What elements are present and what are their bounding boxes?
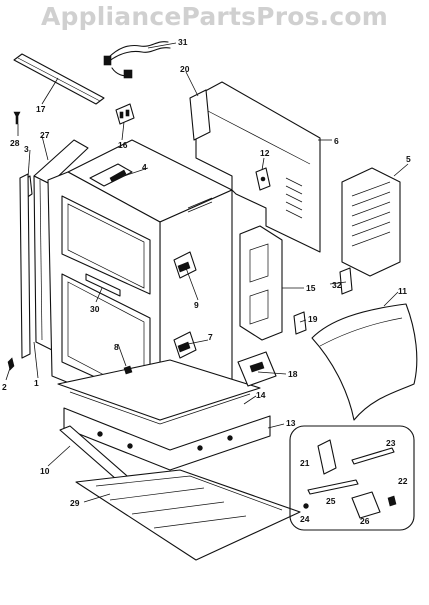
- part-17-top-rail: [13, 53, 105, 105]
- callout-16: 16: [118, 140, 128, 150]
- callout-8: 8: [114, 342, 119, 352]
- part-21-bracket: [317, 439, 337, 475]
- oven-body: [47, 139, 261, 425]
- part-8-bolt: [123, 365, 133, 375]
- callout-14: 14: [256, 390, 266, 400]
- part-15-shield: [239, 225, 283, 341]
- callout-32: 32: [332, 280, 342, 290]
- callout-19: 19: [308, 314, 318, 324]
- part-22-pin: [387, 495, 397, 507]
- callout-30: 30: [90, 304, 100, 314]
- callout-11: 11: [398, 286, 407, 296]
- part-9-latch: [173, 251, 197, 279]
- part-16-switch: [115, 103, 135, 125]
- part-5-vent-cover: [341, 167, 401, 277]
- part-1-side-strip: [19, 173, 31, 359]
- watermark: AppliancePartsPros.com: [40, 2, 389, 31]
- part-11-insulation: [311, 303, 418, 421]
- callout-21: 21: [300, 458, 310, 468]
- callout-20: 20: [180, 64, 190, 74]
- part-30-vent: [85, 273, 121, 297]
- part-2-screw: [7, 357, 15, 371]
- callout-17: 17: [36, 104, 46, 114]
- callout-22: 22: [398, 476, 408, 486]
- leader-lines: [5, 42, 409, 503]
- callout-28: 28: [10, 138, 20, 148]
- part-20-bracket: [189, 89, 211, 141]
- part-7-latch: [173, 331, 197, 359]
- callout-24: 24: [300, 514, 310, 524]
- callout-2: 2: [2, 382, 7, 392]
- part-24-screw: [303, 503, 309, 509]
- part-27-side-trim: [33, 139, 89, 351]
- callout-25: 25: [326, 496, 336, 506]
- callout-1: 1: [34, 378, 39, 388]
- part-31-wire-harness: [103, 41, 171, 79]
- callout-27: 27: [40, 130, 50, 140]
- part-18-bracket: [237, 351, 277, 387]
- callout-12: 12: [260, 148, 270, 158]
- callout-26: 26: [360, 516, 370, 526]
- detail-inset: [289, 425, 415, 531]
- callout-3: 3: [24, 144, 29, 154]
- part-28-screw: [13, 111, 21, 125]
- callout-9: 9: [194, 300, 199, 310]
- part-32-clip: [339, 267, 353, 295]
- part-25-rod: [307, 479, 359, 495]
- part-12-sensor: [255, 167, 271, 191]
- callout-4: 4: [142, 162, 147, 172]
- part-4-hinge: [89, 163, 133, 187]
- callout-13: 13: [286, 418, 296, 428]
- callout-5: 5: [406, 154, 411, 164]
- part-23-rod: [351, 447, 395, 465]
- callout-18: 18: [288, 369, 298, 379]
- callout-6: 6: [334, 136, 339, 146]
- callout-10: 10: [40, 466, 50, 476]
- part-6-rear-panel: [195, 81, 321, 253]
- callout-15: 15: [306, 283, 316, 293]
- callouts: 31 20 17 28 27 16 3 4 6 12 5 30 9 15 32 …: [2, 37, 411, 526]
- callout-29: 29: [70, 498, 80, 508]
- part-29-base-plate: [75, 469, 301, 561]
- part-26-bracket: [351, 491, 381, 519]
- callout-7: 7: [208, 332, 213, 342]
- part-19-bracket: [293, 311, 307, 335]
- callout-31: 31: [178, 37, 188, 47]
- callout-23: 23: [386, 438, 396, 448]
